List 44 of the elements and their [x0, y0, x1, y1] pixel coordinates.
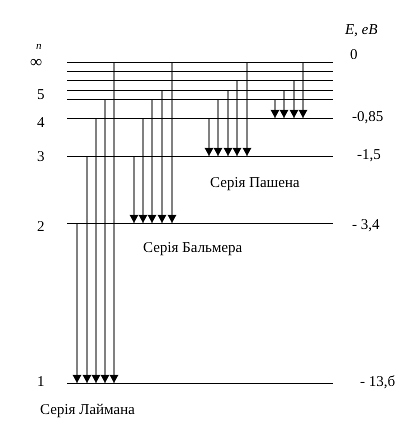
energy-value: - 13,б — [360, 374, 396, 391]
transition-arrow — [224, 90, 232, 156]
axis-label: E, eB — [345, 22, 378, 39]
transition-arrow — [204, 118, 214, 156]
level-number: 3 — [37, 149, 44, 166]
transition-arrow — [82, 156, 92, 384]
energy-level-line — [67, 99, 333, 100]
energy-value: -0,85 — [352, 109, 384, 126]
transition-arrow — [148, 100, 156, 224]
transition-arrow — [138, 118, 148, 224]
transition-arrow — [242, 62, 252, 156]
energy-level-line — [67, 71, 333, 72]
transition-arrow — [214, 100, 222, 156]
energy-level-line — [67, 62, 333, 63]
transition-arrow — [168, 62, 176, 224]
energy-level-line — [67, 80, 333, 81]
energy-value: - 3,4 — [352, 217, 380, 234]
transition-arrow — [72, 224, 82, 384]
transition-arrow — [232, 80, 242, 156]
energy-value: 0 — [350, 47, 358, 64]
level-number: 5 — [37, 87, 44, 104]
level-number: ∞ — [30, 53, 42, 70]
series-label: Серія Лаймана — [40, 402, 135, 419]
transition-arrow — [270, 100, 280, 118]
transition-arrow — [280, 90, 288, 118]
energy-level-line — [67, 90, 333, 91]
transition-arrow — [110, 62, 118, 384]
transition-arrow — [92, 118, 100, 384]
transition-arrow — [158, 90, 166, 224]
energy-level-line — [67, 383, 333, 384]
level-number: 4 — [37, 115, 44, 132]
transition-arrow — [298, 62, 308, 118]
transition-arrow — [130, 156, 138, 224]
transition-arrow — [290, 80, 298, 118]
energy-level-line — [67, 223, 333, 224]
level-number: 1 — [37, 374, 44, 391]
axis-label: n — [36, 39, 42, 54]
energy-level-line — [67, 156, 333, 157]
series-label: Серія Пашена — [210, 175, 300, 192]
energy-level-line — [67, 118, 333, 119]
transition-arrow — [100, 100, 110, 384]
energy-value: -1,5 — [357, 147, 381, 164]
series-label: Серія Бальмера — [143, 240, 242, 257]
level-number: 2 — [37, 219, 44, 236]
